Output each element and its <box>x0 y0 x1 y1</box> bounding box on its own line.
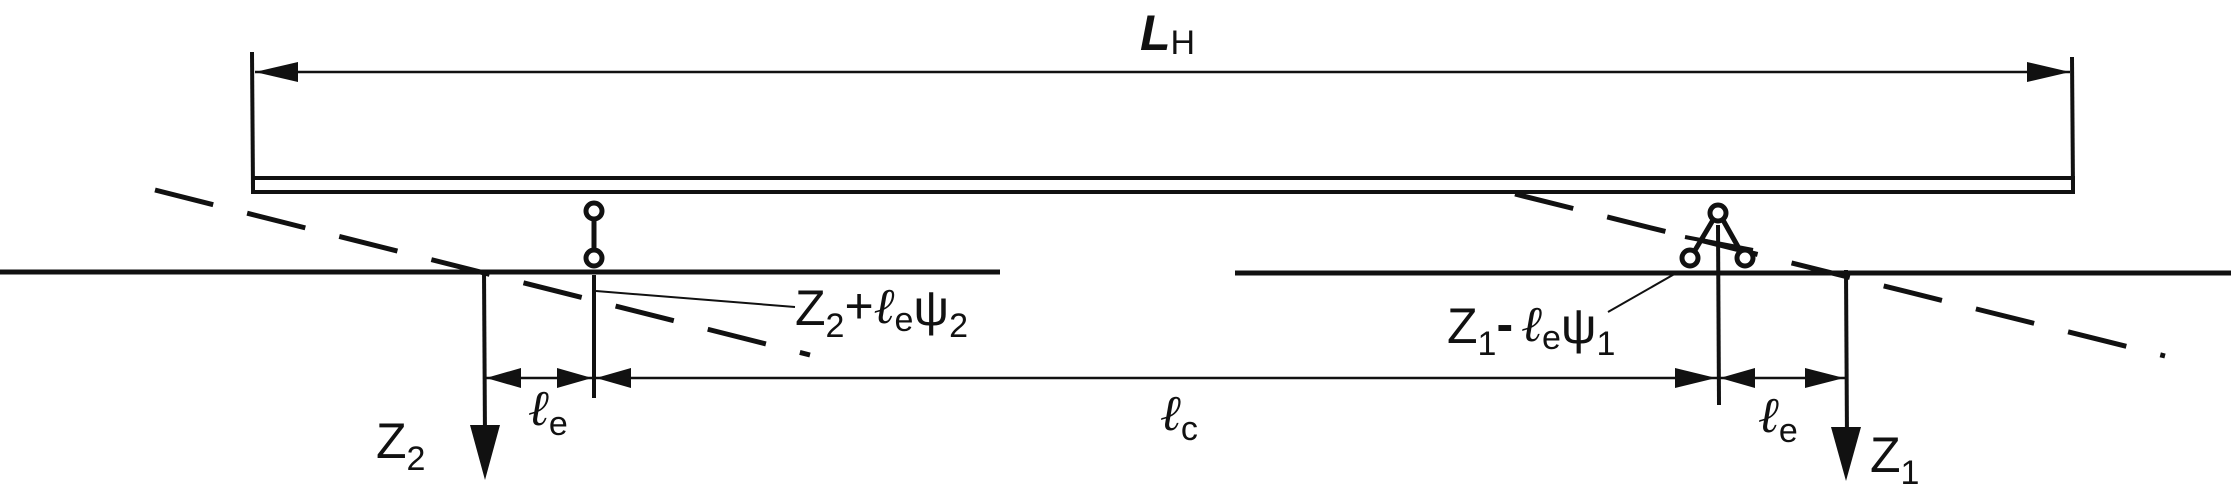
z2-label: Z2 <box>376 413 425 478</box>
z2-arrow-shaft <box>482 269 487 441</box>
arrowhead-lc-right <box>1675 368 1716 388</box>
left-support-top-pivot <box>583 200 605 222</box>
rear-expr-leader <box>1607 271 1679 313</box>
right-dashed-axis <box>1514 191 2166 359</box>
arrowhead-lh-right <box>2027 62 2070 82</box>
arrowhead-le-right-1 <box>1720 368 1755 388</box>
right-support-vertical <box>1716 224 1721 406</box>
arrowhead-lh-left <box>255 62 298 82</box>
arrowhead-lc-left <box>596 368 631 388</box>
rear-expr-label: Z1-ℓeψ1 <box>1447 295 1615 363</box>
arrowhead-le-left-1 <box>486 368 521 388</box>
le-left-label: ℓe <box>528 379 568 443</box>
arrowhead-le-right-2 <box>1805 368 1844 388</box>
arrowhead-le-left-2 <box>557 368 592 388</box>
z2-arrowhead <box>470 425 500 480</box>
total-length-label: LН <box>1140 5 1195 62</box>
z1-arrowhead <box>1831 427 1861 481</box>
front-expr-leader <box>595 290 796 308</box>
le-right-label: ℓe <box>1758 386 1798 450</box>
right-support-right-pivot <box>1734 247 1756 269</box>
right-extension-line <box>2070 56 2075 191</box>
beam <box>251 176 2075 194</box>
left-extension-line <box>250 51 255 191</box>
right-support-left-pivot <box>1679 247 1701 269</box>
front-expr-label: Z2+ℓeψ2 <box>795 277 968 345</box>
z1-label: Z1 <box>1870 427 1919 487</box>
left-support-bottom-pivot <box>583 247 605 269</box>
right-support-leg-left <box>1691 218 1716 254</box>
right-support-top-pivot <box>1707 202 1729 224</box>
z1-arrow-shaft <box>1844 269 1849 441</box>
lc-label: ℓc <box>1160 384 1198 448</box>
